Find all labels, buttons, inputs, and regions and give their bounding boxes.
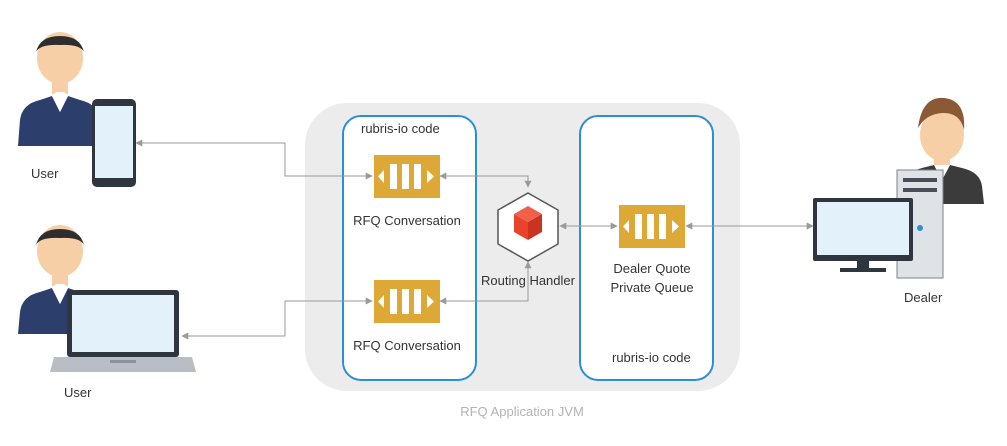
dealer-queue-label-line1: Dealer Quote bbox=[613, 261, 691, 276]
dealer-monitor-icon bbox=[813, 198, 913, 272]
connector-laptop-to-queue bbox=[181, 297, 373, 340]
jvm-label: RFQ Application JVM bbox=[460, 404, 584, 419]
mobile-phone-icon bbox=[92, 99, 136, 187]
queue-dealer-icon bbox=[619, 205, 685, 248]
queue-bottom-label: RFQ Conversation bbox=[353, 338, 461, 353]
right-code-label: rubris-io code bbox=[612, 350, 691, 365]
dealer-label: Dealer bbox=[904, 290, 943, 305]
queue-top-icon bbox=[374, 155, 440, 198]
laptop-icon bbox=[50, 290, 196, 372]
dealer-queue-label-line2: Private Queue bbox=[610, 280, 694, 295]
left-code-label: rubris-io code bbox=[361, 121, 440, 136]
routing-handler-label: Routing Handler bbox=[481, 273, 575, 288]
connector-mobile-to-queue bbox=[135, 139, 373, 180]
user-mobile-icon bbox=[18, 32, 102, 146]
queue-top-label: RFQ Conversation bbox=[353, 213, 461, 228]
connectors bbox=[135, 139, 814, 340]
user-mobile-label: User bbox=[31, 166, 59, 181]
connector-top-queue-to-router bbox=[439, 172, 532, 188]
queue-bottom-icon bbox=[374, 280, 440, 323]
connector-bottom-queue-to-router bbox=[439, 261, 532, 305]
routing-handler-icon bbox=[497, 192, 559, 262]
user-laptop-label: User bbox=[64, 385, 92, 400]
